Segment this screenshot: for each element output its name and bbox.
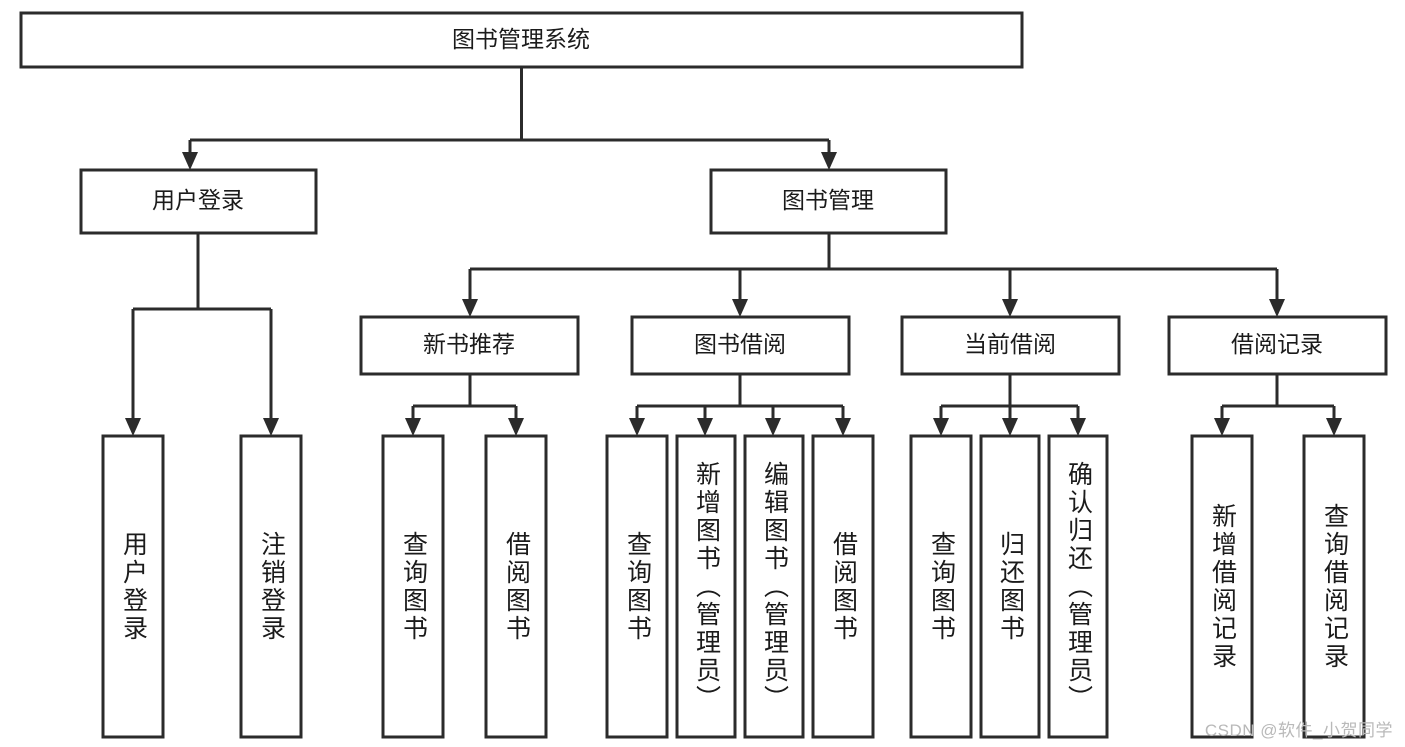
connector-group-root	[182, 67, 837, 170]
node-leaf-confirm-return-box[interactable]	[1047, 434, 1109, 739]
arrow-head-leaf-borrow-book-1	[508, 418, 524, 436]
node-leaf-edit-book[interactable]	[743, 434, 805, 739]
arrow-head-leaf-user-login	[125, 418, 141, 436]
node-leaf-add-book[interactable]	[675, 434, 737, 739]
arrow-head-user-login	[182, 152, 198, 170]
node-current-borrow-label: 当前借阅	[964, 331, 1056, 357]
node-user-login[interactable]: 用户登录	[79, 168, 318, 235]
arrow-head-book-borrow	[732, 299, 748, 317]
arrow-head-current-borrow	[1002, 299, 1018, 317]
arrow-head-leaf-user-logout	[263, 418, 279, 436]
node-new-book-recommend[interactable]: 新书推荐	[359, 315, 580, 376]
node-leaf-edit-book-box[interactable]	[743, 434, 805, 739]
node-leaf-borrow-book-1-box[interactable]	[484, 434, 548, 739]
node-leaf-query-book-2-box[interactable]	[605, 434, 669, 739]
connector-group-current-borrow	[933, 374, 1086, 436]
connector-group-book-management	[462, 233, 1285, 317]
node-leaf-add-record[interactable]	[1190, 434, 1254, 739]
node-root-box[interactable]	[19, 11, 1024, 69]
node-book-borrow[interactable]: 图书借阅	[630, 315, 851, 376]
arrow-head-leaf-query-book-2	[629, 418, 645, 436]
node-leaf-confirm-return[interactable]	[1047, 434, 1109, 739]
connector-group-new-book-recommend	[405, 374, 524, 436]
node-book-management[interactable]: 图书管理	[709, 168, 948, 235]
connector-group-borrow-record	[1214, 374, 1342, 436]
arrow-head-new-book-recommend	[462, 299, 478, 317]
node-leaf-borrow-book-1[interactable]	[484, 434, 548, 739]
node-leaf-query-record-box[interactable]	[1302, 434, 1366, 739]
arrow-head-leaf-return-book	[1002, 418, 1018, 436]
node-leaf-query-book-1[interactable]	[381, 434, 445, 739]
node-borrow-record[interactable]: 借阅记录	[1167, 315, 1388, 376]
node-leaf-add-book-box[interactable]	[675, 434, 737, 739]
node-leaf-return-book-box[interactable]	[979, 434, 1041, 739]
node-current-borrow-box[interactable]	[900, 315, 1121, 376]
node-leaf-add-record-box[interactable]	[1190, 434, 1254, 739]
node-leaf-user-logout[interactable]	[239, 434, 303, 739]
arrow-head-leaf-borrow-book-2	[835, 418, 851, 436]
watermark-text: CSDN @软件_小贺同学	[1204, 721, 1393, 740]
arrow-head-leaf-query-record	[1326, 418, 1342, 436]
node-leaf-borrow-book-2-box[interactable]	[811, 434, 875, 739]
node-leaf-user-logout-box[interactable]	[239, 434, 303, 739]
node-book-borrow-label: 图书借阅	[694, 331, 786, 357]
node-book-borrow-box[interactable]	[630, 315, 851, 376]
node-leaf-query-record[interactable]	[1302, 434, 1366, 739]
arrow-head-leaf-query-book-1	[405, 418, 421, 436]
node-leaf-user-login[interactable]	[101, 434, 165, 739]
node-book-management-box[interactable]	[709, 168, 948, 235]
node-new-book-recommend-label: 新书推荐	[423, 331, 515, 357]
arrow-head-leaf-query-book-3	[933, 418, 949, 436]
node-book-management-label: 图书管理	[782, 187, 874, 213]
node-current-borrow[interactable]: 当前借阅	[900, 315, 1121, 376]
node-root[interactable]: 图书管理系统	[19, 11, 1024, 69]
node-root-label: 图书管理系统	[452, 26, 590, 52]
node-leaf-borrow-book-2[interactable]	[811, 434, 875, 739]
arrow-head-leaf-add-record	[1214, 418, 1230, 436]
node-leaf-query-book-3-box[interactable]	[909, 434, 973, 739]
node-leaf-query-book-2[interactable]	[605, 434, 669, 739]
node-leaf-return-book[interactable]	[979, 434, 1041, 739]
node-new-book-recommend-box[interactable]	[359, 315, 580, 376]
node-borrow-record-label: 借阅记录	[1231, 331, 1323, 357]
arrow-head-leaf-add-book	[697, 418, 713, 436]
node-leaf-query-book-1-box[interactable]	[381, 434, 445, 739]
arrow-head-book-management	[821, 152, 837, 170]
arrow-head-leaf-edit-book	[765, 418, 781, 436]
node-leaf-user-login-box[interactable]	[101, 434, 165, 739]
node-borrow-record-box[interactable]	[1167, 315, 1388, 376]
node-leaf-query-book-3[interactable]	[909, 434, 973, 739]
connector-group-user-login	[125, 233, 279, 436]
node-user-login-label: 用户登录	[152, 187, 244, 213]
arrow-head-borrow-record	[1269, 299, 1285, 317]
connector-group-book-borrow	[629, 374, 851, 436]
arrow-head-leaf-confirm-return	[1070, 418, 1086, 436]
node-user-login-box[interactable]	[79, 168, 318, 235]
